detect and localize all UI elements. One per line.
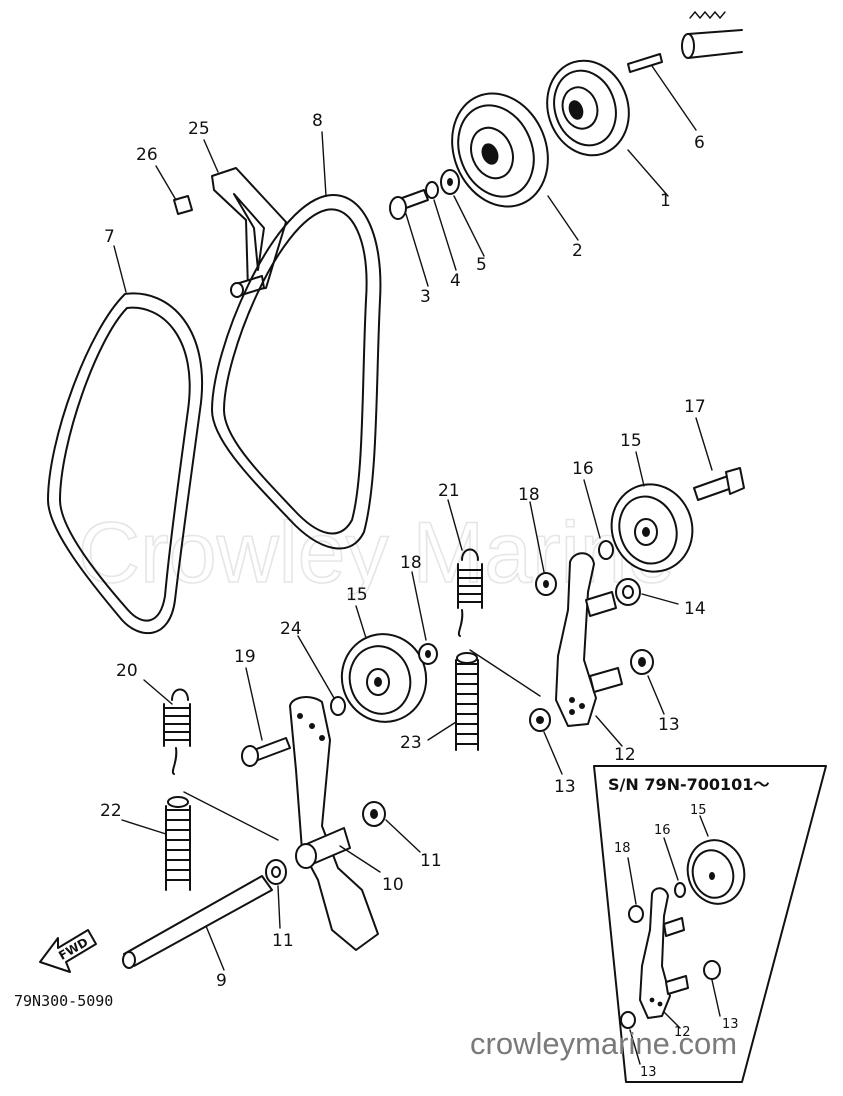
callout-11-left: 11 — [272, 931, 294, 951]
inset-callout-18: 18 — [614, 841, 631, 856]
spring-part-22 — [165, 796, 191, 891]
callout-15-right: 15 — [620, 431, 642, 451]
fwd-arrow-icon: FWD — [39, 929, 97, 973]
callout-12: 12 — [614, 745, 636, 765]
bushing-part-11-lower — [265, 859, 287, 885]
callout-2: 2 — [572, 241, 583, 261]
shaft-end — [681, 10, 743, 59]
bushing-part-13-lower — [529, 708, 551, 732]
lockwasher-part-4 — [425, 181, 439, 199]
bracket-part-25 — [211, 167, 287, 298]
pulley-part-2 — [451, 92, 549, 208]
collar-part-24 — [330, 696, 346, 716]
pulley-part-1 — [546, 59, 630, 157]
callout-13-right: 13 — [658, 715, 680, 735]
callout-14: 14 — [684, 599, 706, 619]
bushing-part-13-right — [630, 649, 654, 675]
belt-part-8 — [211, 194, 382, 550]
bolt-part-3 — [389, 189, 429, 220]
bolt-part-26 — [173, 195, 193, 215]
washer-part-5 — [440, 169, 460, 195]
callout-24: 24 — [280, 619, 302, 639]
inset-callout-15: 15 — [690, 803, 707, 818]
callout-5: 5 — [476, 255, 487, 275]
callout-21: 21 — [438, 481, 460, 501]
inset-callout-13-right: 13 — [722, 1017, 739, 1032]
inset-callout-16: 16 — [654, 823, 671, 838]
idler-pulley-part-15-right — [610, 483, 694, 573]
bushing-part-11-upper — [362, 801, 386, 827]
belt-part-7 — [47, 292, 203, 635]
inset-callout-12: 12 — [674, 1025, 691, 1040]
callout-18-right: 18 — [518, 485, 540, 505]
callout-17: 17 — [684, 397, 706, 417]
callout-23: 23 — [400, 733, 422, 753]
diagram-code: 79N300-5090 — [14, 992, 113, 1010]
spring-part-21 — [457, 548, 483, 637]
callout-26: 26 — [136, 145, 158, 165]
bolt-part-17 — [693, 467, 745, 501]
callout-18-left: 18 — [400, 553, 422, 573]
inset-title: S/N 79N-700101～ — [608, 775, 769, 794]
leader-lines — [113, 65, 713, 971]
callout-4: 4 — [450, 271, 461, 291]
callout-labels: 1 2 3 4 5 6 7 8 9 10 11 11 12 13 13 14 1… — [100, 111, 706, 991]
tension-arm-part-12 — [555, 552, 623, 727]
spring-part-23 — [455, 652, 479, 751]
callout-8: 8 — [312, 111, 323, 131]
collar-part-14 — [615, 578, 641, 606]
callout-6: 6 — [694, 133, 705, 153]
inset-callout-13-lower: 13 — [640, 1065, 657, 1080]
callout-19: 19 — [234, 647, 256, 667]
washer-part-16 — [598, 540, 614, 560]
callout-10: 10 — [382, 875, 404, 895]
callout-16: 16 — [572, 459, 594, 479]
callout-11-right: 11 — [420, 851, 442, 871]
bolt-part-19 — [241, 737, 291, 767]
nut-part-18-left — [418, 643, 438, 665]
tension-arm-part-10 — [289, 696, 379, 951]
spring-part-20 — [163, 688, 191, 775]
callout-3: 3 — [420, 287, 431, 307]
callout-25: 25 — [188, 119, 210, 139]
callout-20: 20 — [116, 661, 138, 681]
nut-part-18-right — [535, 572, 557, 596]
callout-22: 22 — [100, 801, 122, 821]
key-part-6 — [627, 53, 663, 73]
site-watermark: crowleymarine.com — [470, 1026, 737, 1061]
shaft-part-9 — [122, 875, 273, 969]
idler-pulley-part-15-left — [340, 633, 428, 723]
serial-number-inset: S/N 79N-700101～ 15 16 18 12 13 13 — [593, 765, 827, 1083]
callout-7: 7 — [104, 227, 115, 247]
callout-1: 1 — [660, 191, 671, 211]
callout-15-left: 15 — [346, 585, 368, 605]
callout-9: 9 — [216, 971, 227, 991]
callout-13-lower: 13 — [554, 777, 576, 797]
